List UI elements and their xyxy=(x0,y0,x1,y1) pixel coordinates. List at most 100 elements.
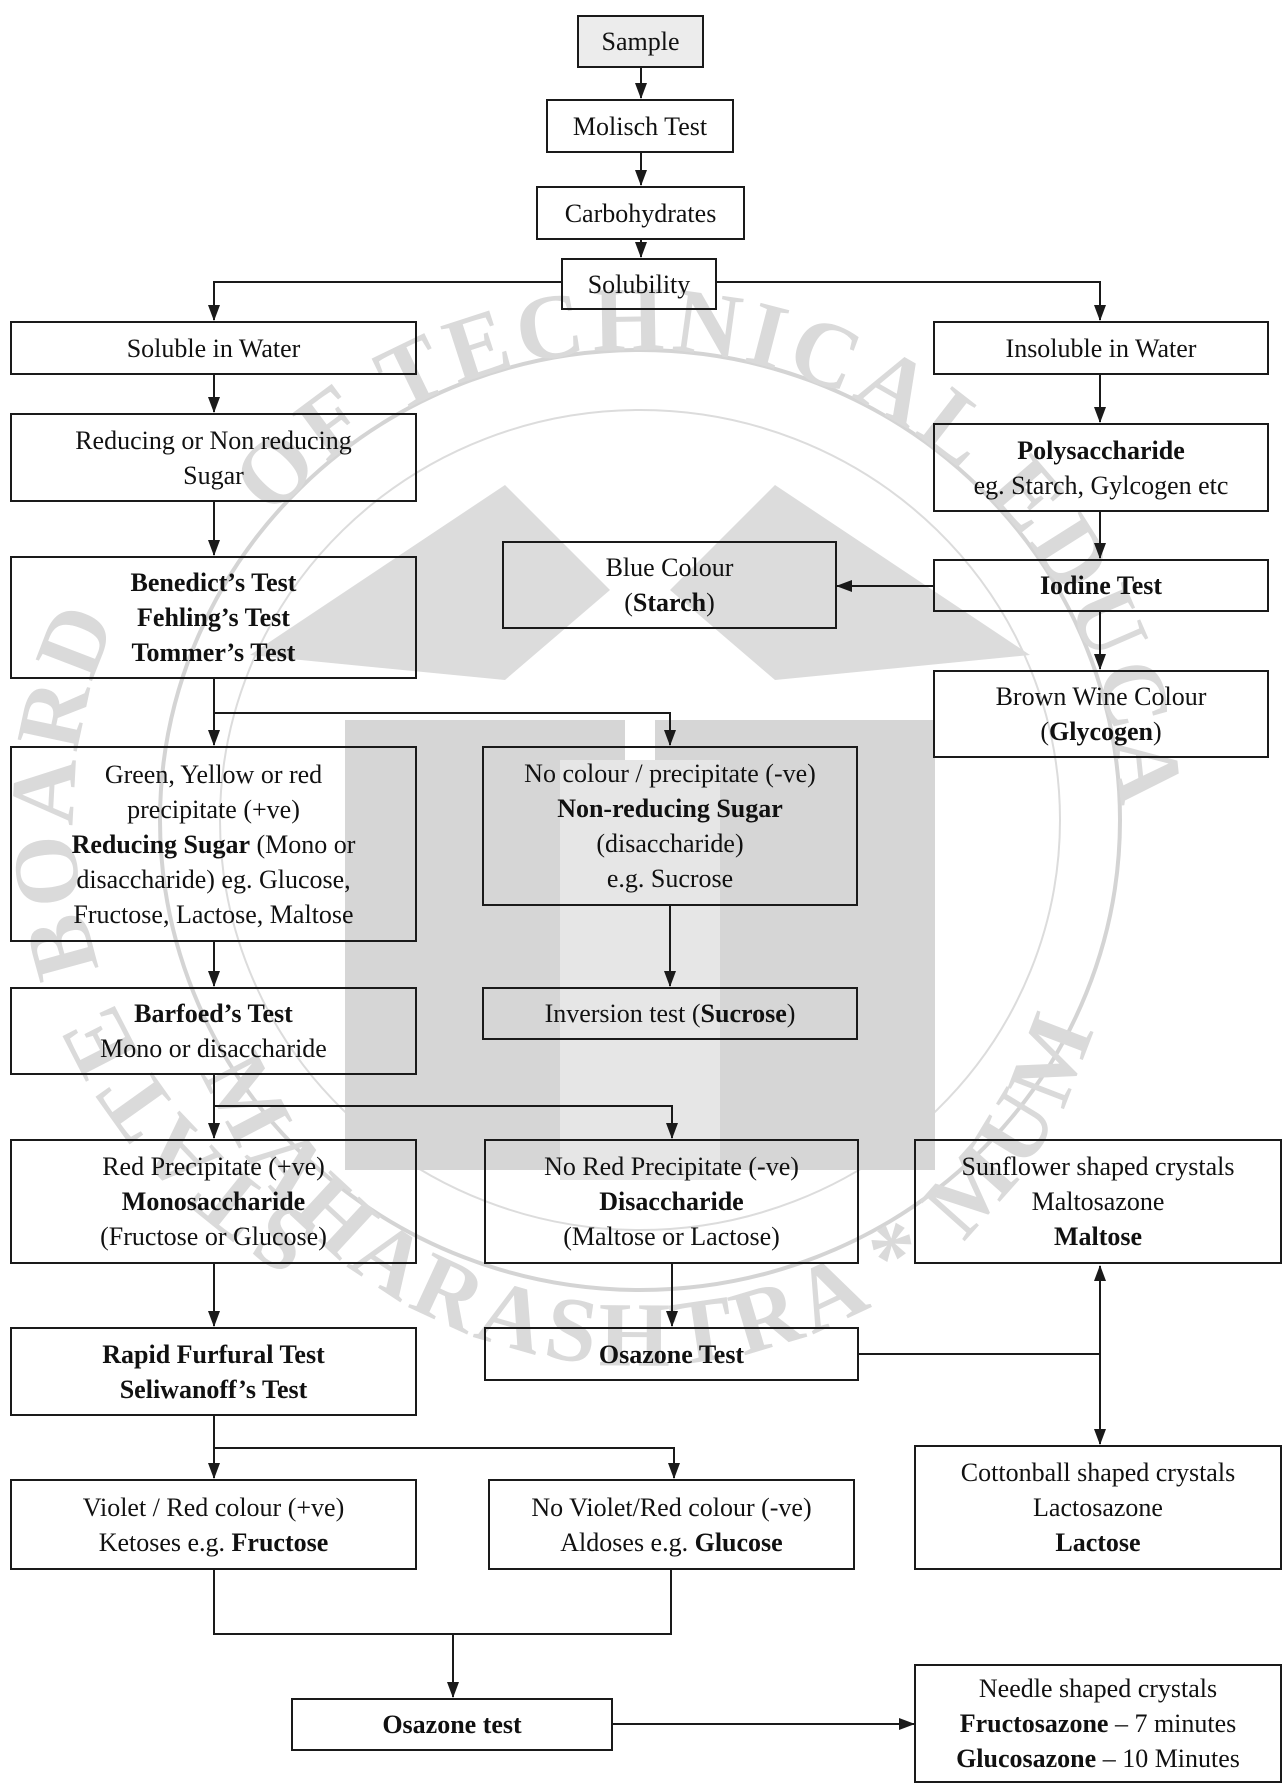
node-text-line: Green, Yellow or red xyxy=(105,757,322,792)
node-text-line: (Maltose or Lactose) xyxy=(563,1219,780,1254)
node-text-bold: Glucosazone xyxy=(956,1744,1097,1773)
arrow-solubility-to-insoluble xyxy=(717,281,1106,321)
node-text: Red Precipitate (+ve) xyxy=(102,1152,325,1181)
node-text: (Maltose or Lactose) xyxy=(563,1222,780,1251)
node-text: Insoluble in Water xyxy=(1005,333,1197,363)
node-text: Blue Colour xyxy=(605,553,734,582)
node-aldoses-glucose: No Violet/Red colour (-ve)Aldoses e.g. G… xyxy=(488,1479,855,1570)
node-text-bold: Polysaccharide xyxy=(1017,435,1185,465)
node-text-line: Maltosazone xyxy=(1032,1184,1165,1219)
node-text: No Red Precipitate (-ve) xyxy=(544,1152,799,1181)
arrow-solubility-to-soluble xyxy=(208,281,561,321)
node-text: Ketoses e.g. xyxy=(98,1527,232,1557)
node-text-bold: Maltose xyxy=(1053,1222,1143,1251)
node-text-line: Fehling’s Test xyxy=(137,600,290,635)
node-text-line: Iodine Test xyxy=(1040,568,1162,603)
node-text-line: disaccharide) eg. Glucose, xyxy=(76,862,350,897)
node-monosaccharide: Red Precipitate (+ve)Monosaccharide(Fruc… xyxy=(10,1139,417,1264)
node-text-line: Osazone test xyxy=(382,1707,521,1742)
node-text-bold: Glycogen xyxy=(1049,717,1153,746)
node-text: ) xyxy=(1153,717,1162,746)
node-text: ) xyxy=(786,999,796,1028)
node-text-line: Lactose xyxy=(1055,1525,1140,1560)
arrow-osazone-to-maltose xyxy=(859,1265,1106,1355)
node-brown-wine-colour-glycogen: Brown Wine Colour (Glycogen) xyxy=(933,670,1269,758)
node-text-bold: Sucrose xyxy=(700,999,787,1028)
connector-ketoses-aldoses-merge xyxy=(213,1570,672,1635)
node-soluble-in-water: Soluble in Water xyxy=(10,321,417,375)
node-text-line: Brown Wine Colour xyxy=(996,679,1207,714)
node-text: ) xyxy=(706,588,715,617)
node-text-line: Polysaccharide xyxy=(1017,433,1185,468)
node-text-line: No Violet/Red colour (-ve) xyxy=(531,1490,811,1525)
node-text-bold: Rapid Furfural Test xyxy=(102,1339,325,1369)
node-text: eg. Starch, Gylcogen etc xyxy=(973,470,1229,500)
node-text: Inversion test ( xyxy=(544,999,701,1028)
node-text-line: Molisch Test xyxy=(573,109,707,144)
node-text-line: (Starch) xyxy=(624,585,715,620)
node-text-line: Fructosazone – 7 minutes xyxy=(960,1706,1237,1741)
node-text-line: eg. Starch, Gylcogen etc xyxy=(974,468,1229,503)
node-text-line: Mono or disaccharide xyxy=(100,1031,327,1066)
node-text-line: (Fructose or Glucose) xyxy=(100,1219,327,1254)
node-solubility: Solubility xyxy=(561,258,717,310)
node-text: (Mono or xyxy=(249,829,356,859)
node-text: No Violet/Red colour (-ve) xyxy=(531,1492,812,1522)
node-text: Carbohydrates xyxy=(564,198,717,228)
node-text-line: Inversion test (Sucrose) xyxy=(545,996,796,1031)
node-text: disaccharide) eg. Glucose, xyxy=(76,864,351,894)
node-molisch-test: Molisch Test xyxy=(546,99,734,153)
node-text-line: Reducing Sugar (Mono or xyxy=(72,827,356,862)
node-text-line: Violet / Red colour (+ve) xyxy=(83,1490,344,1525)
node-text-line: Insoluble in Water xyxy=(1006,331,1197,366)
node-text-bold: Benedict’s Test xyxy=(130,568,297,597)
node-text-line: Lactosazone xyxy=(1033,1490,1163,1525)
node-text: Reducing or Non reducing xyxy=(75,425,352,455)
node-text: Mono or disaccharide xyxy=(100,1034,327,1063)
node-text: Fructose, Lactose, Maltose xyxy=(73,899,354,929)
node-text: precipitate (+ve) xyxy=(127,794,300,824)
node-text: Sugar xyxy=(183,460,244,490)
node-text-line: Sugar xyxy=(183,458,244,493)
node-text-line: (Glycogen) xyxy=(1040,714,1161,749)
node-text-bold: Starch xyxy=(632,588,707,617)
node-text-line: Needle shaped crystals xyxy=(979,1671,1217,1706)
node-text-line: Disaccharide xyxy=(599,1184,743,1219)
node-text: Molisch Test xyxy=(572,111,708,141)
node-text-bold: Fructosazone xyxy=(959,1709,1109,1738)
node-carbohydrates: Carbohydrates xyxy=(536,186,745,240)
node-text-line: Barfoed’s Test xyxy=(134,996,293,1031)
node-text-line: Cottonball shaped crystals xyxy=(961,1455,1235,1490)
node-text-line: Carbohydrates xyxy=(565,196,717,231)
node-insoluble-in-water: Insoluble in Water xyxy=(933,321,1269,375)
node-text-line: Sunflower shaped crystals xyxy=(962,1149,1235,1184)
node-text-line: Non-reducing Sugar xyxy=(557,791,783,826)
node-text: ( xyxy=(624,588,633,617)
node-text: Sample xyxy=(601,27,680,56)
node-text-bold: Non-reducing Sugar xyxy=(557,794,783,823)
node-blue-colour-starch: Blue Colour (Starch) xyxy=(502,541,837,629)
arrow-benedict-to-non-reducing xyxy=(214,712,676,746)
node-text: ( xyxy=(1040,717,1049,746)
node-text-line: Soluble in Water xyxy=(127,331,301,366)
node-text: Brown Wine Colour xyxy=(995,682,1207,711)
node-non-reducing-sugar-negative: No colour / precipitate (-ve)Non-reducin… xyxy=(482,746,858,906)
node-iodine-test: Iodine Test xyxy=(933,559,1269,612)
node-text-line: Fructose, Lactose, Maltose xyxy=(73,897,353,932)
node-disaccharide: No Red Precipitate (-ve) Disaccharide (Mal… xyxy=(484,1139,859,1264)
node-text: (disaccharide) xyxy=(596,829,744,858)
node-text-bold: Fructose xyxy=(231,1527,329,1557)
node-text-bold: Seliwanoff’s Test xyxy=(119,1374,308,1404)
node-text-line: e.g. Sucrose xyxy=(607,861,733,896)
node-text-line: Sample xyxy=(602,24,680,59)
node-text: Aldoses e.g. xyxy=(560,1527,695,1557)
node-ketoses-fructose: Violet / Red colour (+ve)Ketoses e.g. Fr… xyxy=(10,1479,417,1570)
node-inversion-test-sucrose: Inversion test (Sucrose) xyxy=(482,987,858,1040)
